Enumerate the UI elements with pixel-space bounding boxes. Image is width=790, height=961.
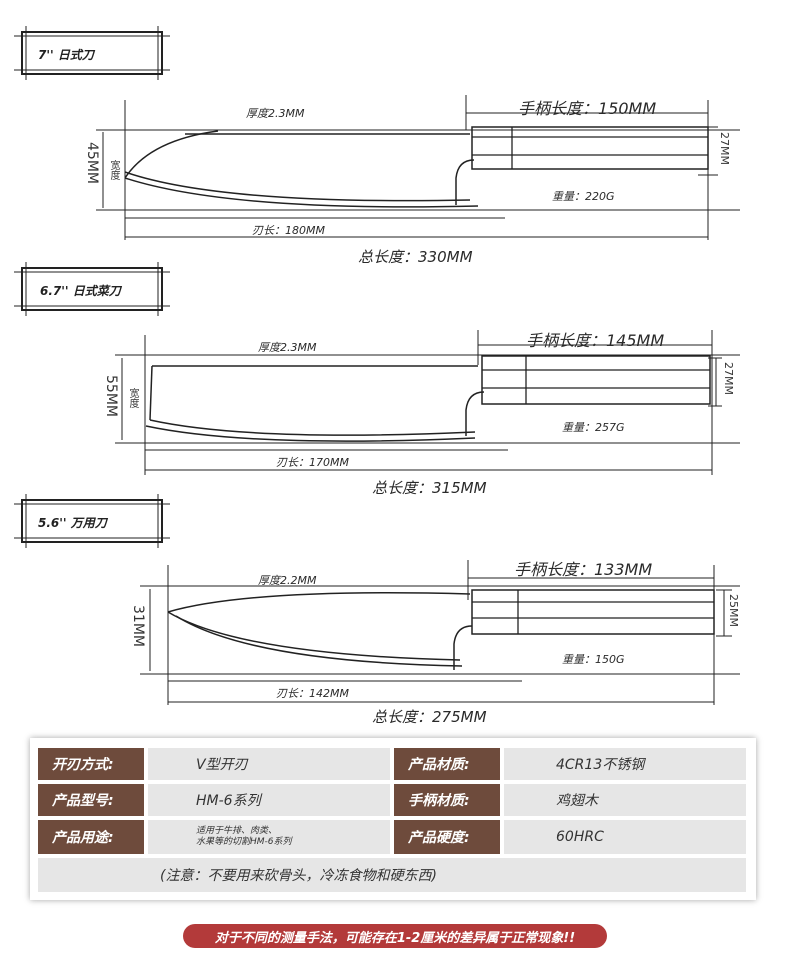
knife-1-width-label: 宽度 <box>108 160 119 180</box>
material-value: 4CR13不锈钢 <box>504 748 746 780</box>
edge-value: V型开刃 <box>148 748 390 780</box>
spec-table: 开刃方式: V型开刃 产品材质: 4CR13不锈钢 产品型号: HM-6系列 手… <box>30 738 756 900</box>
knife-3-thickness: 厚度2.2MM <box>258 574 317 587</box>
handle-material-key: 手柄材质: <box>394 784 500 816</box>
usage-note: (注意：不要用来砍骨头，冷冻食物和硬东西) <box>38 858 746 892</box>
knife-3-weight: 重量：150G <box>562 653 625 666</box>
knife-1-handle-width: 27MM <box>718 132 731 165</box>
knife-1-total-length: 总长度：330MM <box>358 248 473 266</box>
knife-2-weight: 重量：257G <box>562 421 625 434</box>
knife-drawings <box>14 26 740 705</box>
edge-key: 开刃方式: <box>38 748 144 780</box>
model-key: 产品型号: <box>38 784 144 816</box>
knife-1-weight: 重量：220G <box>552 190 615 203</box>
use-value-line-1: 适用于牛排、肉类、 <box>196 826 278 836</box>
knife-2-handle-width: 27MM <box>722 362 735 395</box>
knife-3-drawing <box>14 494 740 705</box>
knife-2-thickness: 厚度2.3MM <box>258 341 317 354</box>
knife-2-blade-length: 刃长：170MM <box>276 456 349 469</box>
knife-1-tag: 7'' 日式刀 <box>38 48 94 62</box>
knife-3-blade-length: 刃长：142MM <box>276 687 349 700</box>
hardness-value: 60HRC <box>504 820 746 854</box>
knife-diagrams: 7'' 日式刀 厚度2.3MM 手柄长度：150MM 27MM 45MM 宽度 … <box>14 26 740 726</box>
knife-3-handle-length: 手柄长度：133MM <box>514 560 653 579</box>
knife-2-total-length: 总长度：315MM <box>372 479 487 497</box>
knife-2-handle-length: 手柄长度：145MM <box>526 331 665 350</box>
model-value: HM-6系列 <box>148 784 390 816</box>
knife-1-width: 45MM <box>84 142 100 184</box>
knife-2-drawing <box>14 262 740 475</box>
measurement-disclaimer: 对于不同的测量手法，可能存在1-2厘米的差异属于正常现象!! <box>183 924 607 948</box>
hardness-key: 产品硬度: <box>394 820 500 854</box>
knife-3-handle-width: 25MM <box>727 594 740 627</box>
knife-3-total-length: 总长度：275MM <box>372 708 487 726</box>
knife-2-width-label: 宽度 <box>127 388 138 408</box>
knife-1-handle-length: 手柄长度：150MM <box>518 99 657 118</box>
knife-1-blade-length: 刃长：180MM <box>252 224 325 237</box>
handle-material-value: 鸡翅木 <box>504 784 746 816</box>
knife-2-width: 55MM <box>103 375 119 417</box>
knife-3-tag: 5.6'' 万用刀 <box>38 516 107 530</box>
use-value: 适用于牛排、肉类、 水果等的切割HM-6系列 <box>148 820 390 854</box>
knife-1-thickness: 厚度2.3MM <box>246 107 305 120</box>
material-key: 产品材质: <box>394 748 500 780</box>
use-key: 产品用途: <box>38 820 144 854</box>
use-value-line-2: 水果等的切割HM-6系列 <box>196 837 292 847</box>
knife-1-drawing <box>14 26 740 240</box>
knife-3-width: 31MM <box>130 605 146 647</box>
knife-2-tag: 6.7'' 日式菜刀 <box>40 284 121 298</box>
